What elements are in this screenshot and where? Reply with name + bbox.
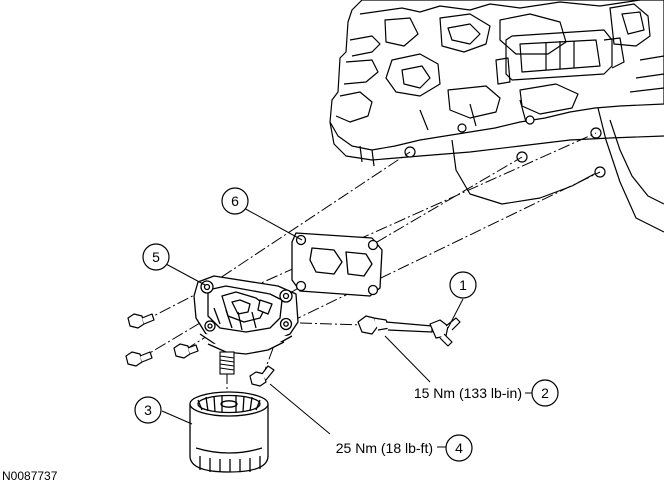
callout-number: 4 bbox=[455, 440, 463, 456]
bolt bbox=[173, 343, 199, 359]
callout-number: 6 bbox=[231, 193, 239, 209]
callout-number: 3 bbox=[144, 402, 152, 418]
figure-id: N0087737 bbox=[2, 469, 58, 483]
bolt bbox=[127, 313, 155, 329]
callout-4: 4 bbox=[445, 434, 473, 462]
bolts bbox=[125, 313, 275, 387]
gasket bbox=[291, 232, 383, 297]
bolt bbox=[125, 351, 153, 367]
leader-lines bbox=[161, 206, 532, 448]
alignment-lines bbox=[137, 132, 601, 398]
callout-5: 5 bbox=[142, 243, 170, 271]
callout-2: 2 bbox=[531, 379, 559, 407]
engine-block bbox=[329, 0, 664, 233]
callout-number: 5 bbox=[152, 249, 160, 265]
torque-label-sensor: 15 Nm (133 lb-in) bbox=[414, 385, 522, 401]
engine-bolt-holes bbox=[404, 115, 606, 178]
filter-threaded-nipple bbox=[219, 351, 235, 375]
oil-filter bbox=[189, 391, 269, 473]
bolt bbox=[249, 365, 275, 387]
oil-filter-adapter bbox=[193, 275, 299, 355]
callout-3: 3 bbox=[134, 396, 162, 424]
callout-number: 1 bbox=[459, 277, 467, 293]
callout-1: 1 bbox=[449, 271, 477, 299]
torque-label-bolts: 25 Nm (18 lb-ft) bbox=[336, 440, 433, 456]
callout-6: 6 bbox=[221, 187, 249, 215]
callout-number: 2 bbox=[541, 385, 549, 401]
oil-pressure-sensor bbox=[357, 315, 461, 347]
